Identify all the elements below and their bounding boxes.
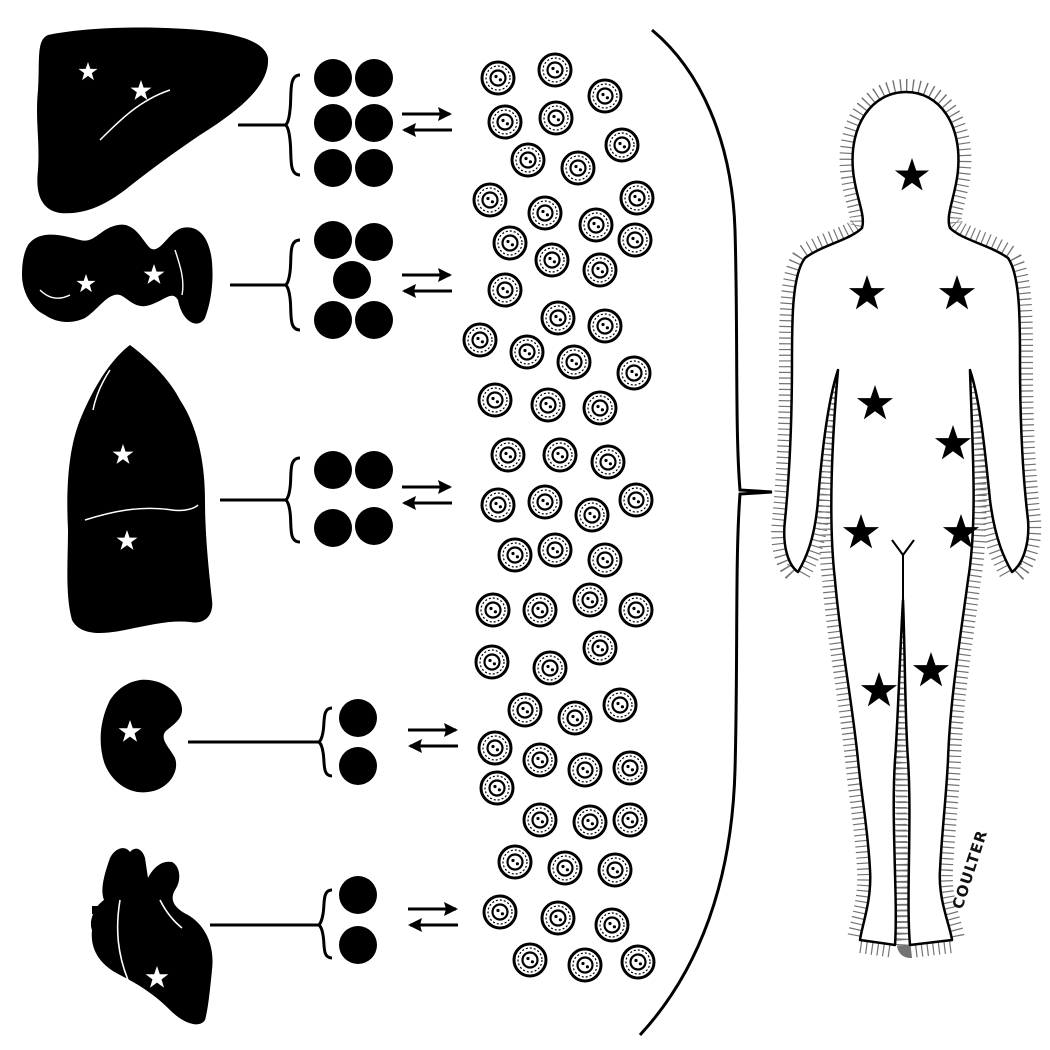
circulating-cell xyxy=(620,944,656,980)
circulating-cell xyxy=(542,437,578,473)
circulating-cell xyxy=(557,700,593,736)
lung-organ xyxy=(67,345,213,633)
circulating-cell xyxy=(490,437,526,473)
circulating-cell xyxy=(497,537,533,573)
circulating-cell xyxy=(567,752,603,788)
circulating-cell xyxy=(587,78,623,114)
circulating-cell xyxy=(582,252,618,288)
circulating-cell xyxy=(604,127,640,163)
circulating-cell xyxy=(530,387,566,423)
circulating-cell xyxy=(538,100,574,136)
circulating-cell xyxy=(507,692,543,728)
circulating-cell xyxy=(510,142,546,178)
circulating-cell xyxy=(540,300,576,336)
circulating-cell xyxy=(487,104,523,140)
circulating-cell xyxy=(612,802,648,838)
circulating-cell xyxy=(582,630,618,666)
circulating-cell xyxy=(527,484,563,520)
circulating-cell xyxy=(472,182,508,218)
artist-signature: COULTER xyxy=(949,828,991,912)
circulating-cell xyxy=(594,907,630,943)
circulating-cell xyxy=(462,322,498,358)
connector-lung xyxy=(220,456,301,544)
circulating-cell xyxy=(547,850,583,886)
circulating-cell xyxy=(582,390,618,426)
circulating-cell xyxy=(537,52,573,88)
cell-cluster-heart xyxy=(339,876,377,964)
circulating-cell xyxy=(522,742,558,778)
circulating-cell xyxy=(492,225,528,261)
circulating-cell xyxy=(560,150,596,186)
circulating-cells xyxy=(462,52,656,983)
cell-cluster-lung xyxy=(314,451,393,547)
circulating-cell xyxy=(587,308,623,344)
heart-organ xyxy=(90,848,213,1025)
exchange-arrows xyxy=(406,900,460,934)
exchange-arrows xyxy=(400,105,454,139)
intestine-organ xyxy=(22,224,213,324)
circulating-cell xyxy=(522,592,558,628)
connector-intestine xyxy=(230,238,301,332)
circulating-cell xyxy=(617,222,653,258)
circulating-cell xyxy=(527,195,563,231)
circulating-cell xyxy=(618,592,654,628)
circulating-cell xyxy=(487,272,523,308)
circulating-cell xyxy=(477,382,513,418)
circulating-cell xyxy=(474,644,510,680)
circulating-cell xyxy=(537,532,573,568)
circulating-cell xyxy=(572,582,608,618)
circulating-cell xyxy=(590,444,626,480)
circulating-cell xyxy=(534,242,570,278)
circulating-cell xyxy=(540,900,576,936)
connector-liver xyxy=(238,73,301,177)
circulating-cell xyxy=(497,844,533,880)
kidney-organ xyxy=(100,679,183,793)
body-outline xyxy=(783,90,1030,947)
cell-cluster-liver xyxy=(314,59,393,187)
circulating-cell xyxy=(602,687,638,723)
circulating-cell xyxy=(480,487,516,523)
circulating-cell xyxy=(618,482,654,518)
circulating-cell xyxy=(574,497,610,533)
circulating-cell xyxy=(509,334,545,370)
circulating-cell xyxy=(572,804,608,840)
exchange-arrows xyxy=(400,478,454,512)
circulating-cell xyxy=(480,60,516,96)
circulating-cell xyxy=(612,750,648,786)
circulating-cell xyxy=(597,852,633,888)
circulating-cell xyxy=(482,894,518,930)
large-brace xyxy=(638,28,773,1037)
liver-organ xyxy=(37,27,269,214)
circulating-cell xyxy=(477,730,513,766)
circulating-cell xyxy=(522,802,558,838)
circulating-cell xyxy=(619,180,655,216)
circulating-cell xyxy=(512,942,548,978)
connector-heart xyxy=(210,888,333,960)
cell-cluster-kidney xyxy=(339,699,377,785)
circulating-cell xyxy=(475,592,511,628)
cell-cluster-intestine xyxy=(314,221,393,339)
circulating-cell xyxy=(616,355,652,391)
circulating-cell xyxy=(532,650,568,686)
circulating-cell xyxy=(567,947,603,983)
human-figure xyxy=(771,79,1042,958)
connector-kidney xyxy=(188,706,333,778)
circulating-cell xyxy=(556,344,592,380)
circulating-cell xyxy=(578,207,614,243)
circulating-cell xyxy=(587,542,623,578)
exchange-arrows xyxy=(406,721,460,755)
circulating-cell xyxy=(479,770,515,806)
exchange-arrows xyxy=(400,266,454,300)
